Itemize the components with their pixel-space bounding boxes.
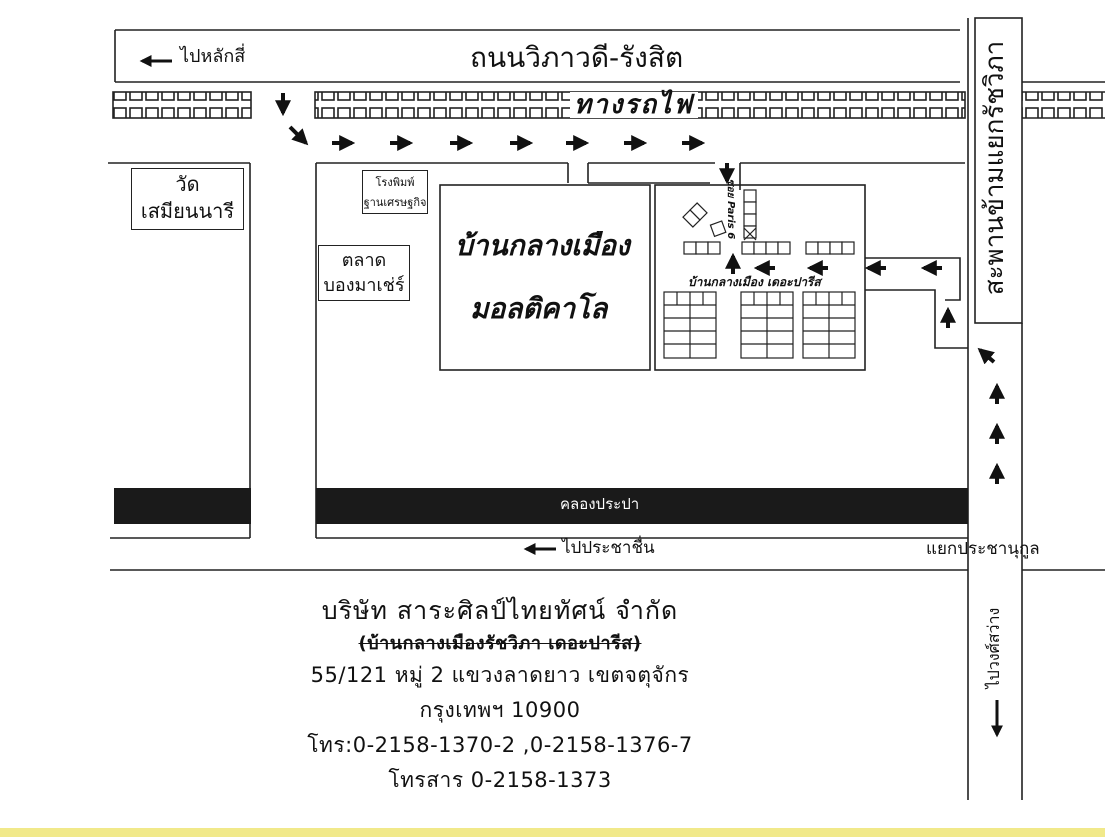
- route-arrows: [139, 55, 1005, 738]
- bridge-road: [967, 17, 1023, 800]
- road-network: [108, 162, 1105, 571]
- company-name: บริษัท สาระศิลป์ไทยทัศน์ จำกัด: [321, 596, 679, 625]
- house-plots: [682, 189, 855, 255]
- mall-name-2: มอลติคาโล: [470, 292, 608, 325]
- printing-line-1: โรงพิมพ์: [375, 176, 415, 189]
- fax-number: โทรสาร 0-2158-1373: [388, 768, 612, 792]
- scan-edge-strip: [0, 828, 1105, 837]
- to-wong-sawang-label: ไปวงศ์สว่าง: [984, 607, 1003, 689]
- bridge-label: สะพานข้ามแยกรัชวิภา: [980, 40, 1010, 296]
- house-grid-a: [663, 291, 717, 359]
- temple-line-2: เสมียนนารี: [140, 199, 235, 223]
- road-vibhavadi: [114, 29, 1105, 83]
- road-name-label: ถนนวิภาวดี-รังสิต: [470, 41, 684, 74]
- printing-line-2: ฐานเศรษฐกิจ: [363, 196, 427, 209]
- address-line-1: 55/121 หมู่ 2 แขวงลาดยาว เขตจตุจักร: [310, 663, 690, 687]
- village-compound: [654, 184, 968, 371]
- phone-number: โทร:0-2158-1370-2 ,0-2158-1376-7: [307, 733, 693, 757]
- company-address: บริษัท สาระศิลป์ไทยทัศน์ จำกัด (บ้านกลาง…: [270, 592, 730, 798]
- canal-label: คลองประปา: [560, 495, 640, 513]
- to-lak-si-label: ไปหลักสี่: [180, 46, 246, 67]
- mall-block: [439, 184, 651, 371]
- house-grid-c: [802, 291, 856, 359]
- temple-box: วัด เสมียนนารี: [131, 168, 244, 230]
- railway-label: ทางรถไฟ: [570, 92, 698, 118]
- market-line-1: ตลาด: [341, 250, 387, 271]
- market-box: ตลาด บองมาเช่ร์: [318, 245, 410, 301]
- mall-name-1: บ้านกลางเมือง: [455, 229, 630, 262]
- village-label: บ้านกลางเมือง เดอะปารีส: [688, 275, 821, 289]
- former-name: (บ้านกลางเมืองรัชวิภา เดอะปารีส): [358, 633, 642, 654]
- soi-label: ซอย Paris 6: [725, 178, 736, 240]
- house-grid-b: [740, 291, 794, 359]
- market-line-2: บองมาเช่ร์: [323, 275, 405, 296]
- temple-line-1: วัด: [175, 172, 200, 196]
- to-pracha-chuen-label: ไปประชาชื่น: [562, 538, 655, 558]
- canal-band: [114, 488, 251, 524]
- canal-band: [316, 488, 968, 524]
- address-line-2: กรุงเทพฯ 10900: [419, 698, 581, 722]
- printing-house-box: โรงพิมพ์ ฐานเศรษฐกิจ: [362, 170, 428, 214]
- intersection-label: แยกประชานุกูล: [926, 539, 1040, 559]
